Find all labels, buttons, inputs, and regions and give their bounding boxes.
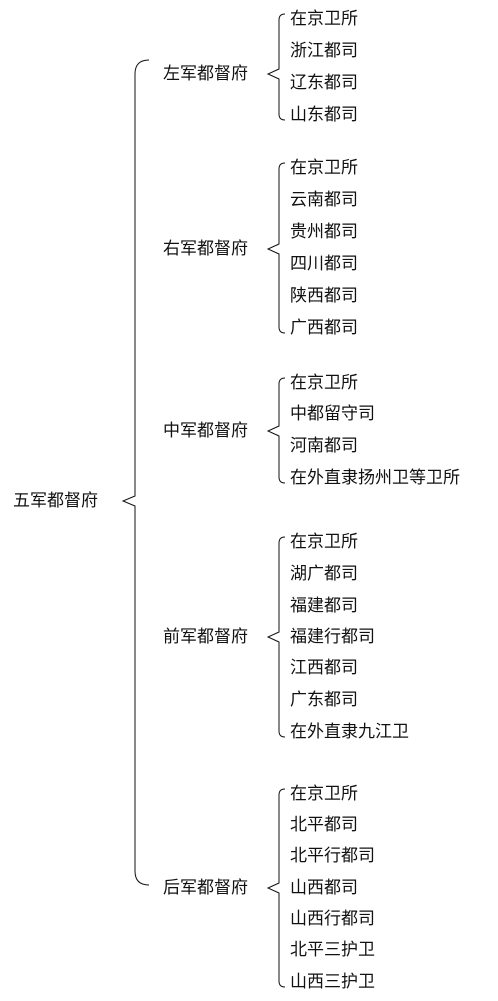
command-1-sub-4: 陕西都司	[290, 286, 358, 306]
command-1-sub-0: 在京卫所	[290, 158, 358, 178]
command-0-sub-1: 浙江都司	[290, 41, 358, 61]
command-4-sub-3: 山西都司	[290, 878, 358, 898]
command-0-label: 左军都督府	[163, 64, 248, 84]
command-3-sub-3: 福建行都司	[290, 627, 375, 647]
command-1-sub-3: 四川都司	[290, 254, 358, 274]
command-3-sub-2: 福建都司	[290, 596, 358, 616]
command-3-sub-6: 在外直隶九江卫	[290, 722, 409, 742]
command-3-label: 前军都督府	[163, 627, 248, 647]
command-0-brace	[266, 13, 286, 121]
command-4-brace	[266, 788, 286, 988]
command-3-sub-5: 广东都司	[290, 690, 358, 710]
command-2-sub-0: 在京卫所	[290, 373, 358, 393]
command-2-sub-1: 中都留守司	[290, 404, 375, 424]
command-1-brace	[266, 162, 286, 334]
command-4-label: 后军都督府	[163, 878, 248, 898]
command-4-sub-6: 山西三护卫	[290, 972, 375, 992]
command-3-sub-4: 江西都司	[290, 658, 358, 678]
command-3-sub-0: 在京卫所	[290, 532, 358, 552]
command-4-sub-4: 山西行都司	[290, 909, 375, 929]
command-0-sub-0: 在京卫所	[290, 9, 358, 29]
root-node-label: 五军都督府	[13, 491, 98, 511]
command-2-sub-3: 在外直隶扬州卫等卫所	[290, 468, 460, 488]
command-1-sub-2: 贵州都司	[290, 222, 358, 242]
command-4-sub-1: 北平都司	[290, 815, 358, 835]
command-1-label: 右军都督府	[163, 239, 248, 259]
command-0-sub-3: 山东都司	[290, 105, 358, 125]
command-0-sub-2: 辽东都司	[290, 73, 358, 93]
root-brace	[121, 59, 150, 886]
command-3-brace	[266, 536, 286, 738]
command-3-sub-1: 湖广都司	[290, 564, 358, 584]
command-2-brace	[266, 377, 286, 484]
command-4-sub-2: 北平行都司	[290, 846, 375, 866]
command-1-sub-5: 广西都司	[290, 318, 358, 338]
command-2-sub-2: 河南都司	[290, 436, 358, 456]
command-2-label: 中军都督府	[163, 421, 248, 441]
command-1-sub-1: 云南都司	[290, 190, 358, 210]
command-4-sub-0: 在京卫所	[290, 784, 358, 804]
command-4-sub-5: 北平三护卫	[290, 940, 375, 960]
